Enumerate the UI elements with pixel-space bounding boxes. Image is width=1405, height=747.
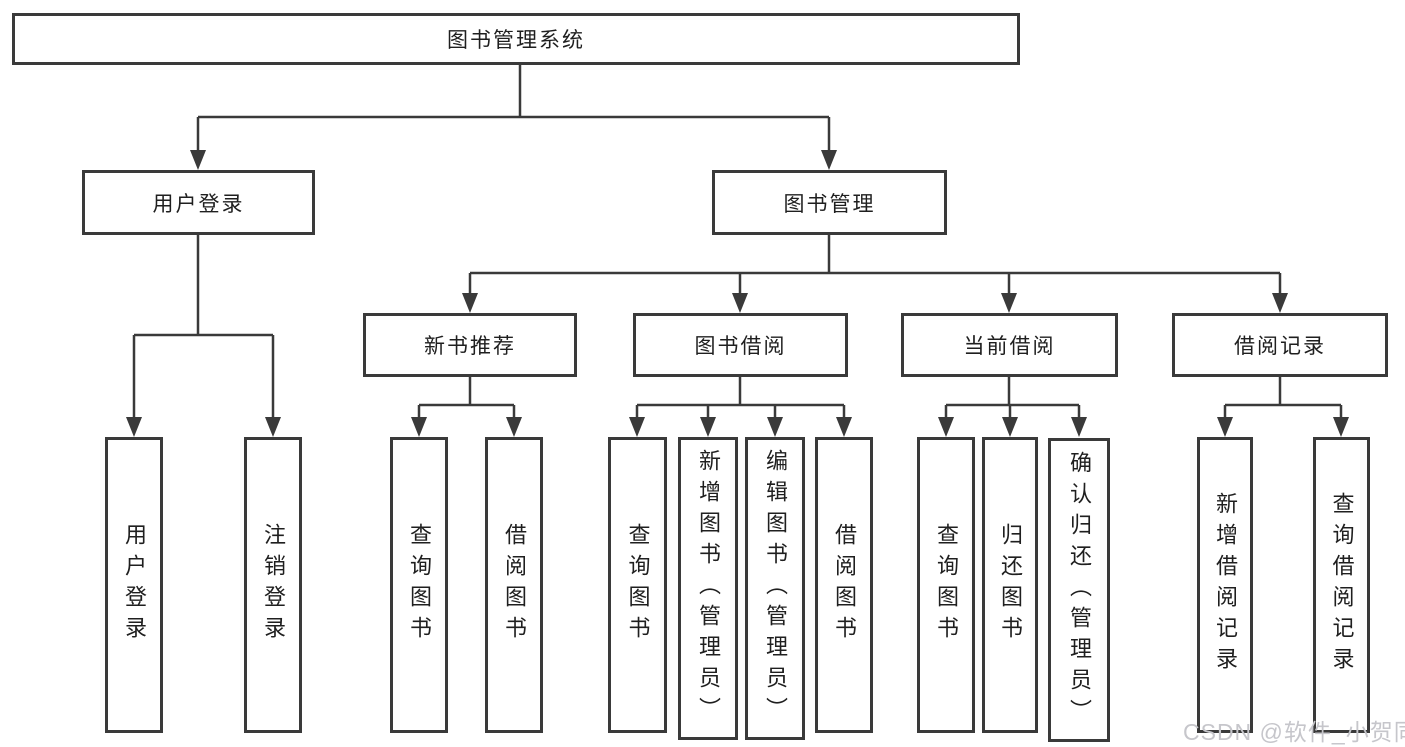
csdn-watermark: CSDN @软件_小贺同学 — [1183, 719, 1405, 745]
arrow-cb-confirm — [1071, 405, 1087, 437]
node-nbr-query-books: 查询图书 — [390, 437, 448, 733]
node-book-management: 图书管理 — [712, 170, 947, 235]
node-new-book-recommend: 新书推荐 — [363, 313, 577, 377]
node-cb-confirm-return-admin: 确认归还（管理员） — [1048, 438, 1110, 742]
node-bb-edit-books-admin: 编辑图书（管理员） — [745, 437, 805, 740]
node-cb-query-books: 查询图书 — [917, 437, 975, 733]
arrow-to-book-management — [821, 117, 837, 170]
arrow-to-current-borrowing — [1001, 273, 1017, 313]
node-root-system: 图书管理系统 — [12, 13, 1020, 65]
tree-trunk-lines — [134, 63, 1341, 407]
arrow-to-book-borrowing — [732, 273, 748, 313]
arrow-br-add — [1217, 405, 1233, 437]
arrow-cb-query — [938, 405, 954, 437]
node-nbr-borrow-books: 借阅图书 — [485, 437, 543, 733]
arrow-nbr-query — [411, 405, 427, 437]
arrow-bb-query — [629, 405, 645, 437]
node-current-borrowing: 当前借阅 — [901, 313, 1118, 377]
node-br-query-record: 查询借阅记录 — [1313, 437, 1370, 733]
arrow-cb-return — [1002, 405, 1018, 437]
arrow-bb-edit — [767, 405, 783, 437]
node-bb-add-books-admin: 新增图书（管理员） — [678, 437, 738, 740]
arrow-to-login-leaf — [126, 335, 142, 437]
node-logout-leaf: 注销登录 — [244, 437, 302, 733]
node-borrowing-records: 借阅记录 — [1172, 313, 1388, 377]
arrow-br-query — [1333, 405, 1349, 437]
node-login-leaf: 用户登录 — [105, 437, 163, 733]
arrow-to-logout-leaf — [265, 335, 281, 437]
arrow-to-new-book-recommend — [462, 273, 478, 313]
node-user-login: 用户登录 — [82, 170, 315, 235]
arrow-bb-add — [700, 405, 716, 437]
node-bb-query-books: 查询图书 — [608, 437, 667, 733]
arrow-to-borrowing-records — [1272, 273, 1288, 313]
node-book-borrowing: 图书借阅 — [633, 313, 848, 377]
arrow-to-user-login — [190, 117, 206, 170]
node-br-add-record: 新增借阅记录 — [1197, 437, 1253, 733]
arrow-nbr-borrow — [506, 405, 522, 437]
arrow-bb-borrow — [836, 405, 852, 437]
node-cb-return-books: 归还图书 — [982, 437, 1038, 733]
node-bb-borrow-books: 借阅图书 — [815, 437, 873, 733]
